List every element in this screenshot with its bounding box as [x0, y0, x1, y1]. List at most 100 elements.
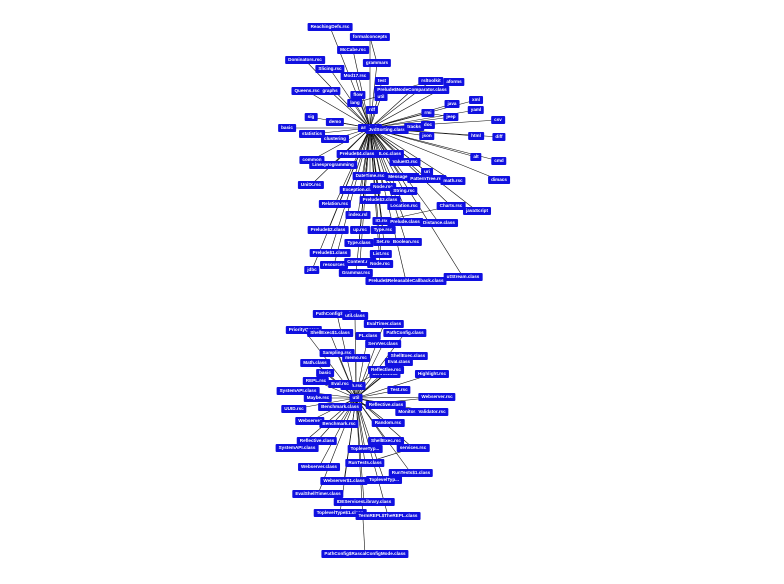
- node-math-rsc[interactable]: math.rsc: [440, 177, 466, 185]
- node-tracks[interactable]: tracks: [404, 123, 424, 131]
- node-shellexec-1-class[interactable]: ShellExec$1.class: [307, 329, 353, 337]
- node-pathconfig-class[interactable]: PathConfig.class: [383, 329, 427, 337]
- node-dimacs[interactable]: dimacs: [488, 176, 510, 184]
- node-resources[interactable]: resources: [320, 261, 348, 269]
- node-random-rsc[interactable]: Random.rsc: [371, 419, 405, 427]
- node-math-rsc[interactable]: Math.rsc: [340, 382, 366, 390]
- node-set-rsc[interactable]: Set.rsc: [373, 238, 395, 246]
- node-prelude-class[interactable]: Prelude.class: [387, 218, 423, 226]
- node-relation-rsc[interactable]: Relation.rsc: [318, 200, 352, 208]
- node-demo[interactable]: demo: [325, 118, 345, 126]
- node-up-rsc[interactable]: up.rsc: [350, 226, 370, 234]
- node-systemapi-class[interactable]: SystemAPI.class: [275, 444, 319, 452]
- node-exception-class[interactable]: Exception.class: [339, 186, 381, 194]
- node-sampling-rsc[interactable]: Sampling.rsc: [319, 349, 355, 357]
- node-webserver-class[interactable]: Webserver.class: [298, 463, 340, 471]
- node-node-rsc[interactable]: Node.rsc: [370, 183, 396, 191]
- node-html[interactable]: html: [468, 132, 484, 140]
- node-jeep[interactable]: jeep: [443, 113, 459, 121]
- node-webserver[interactable]: Webserver: [295, 417, 325, 425]
- node-eval-class[interactable]: Eval.class: [384, 358, 414, 366]
- node-location-rsc[interactable]: Location.rsc: [387, 202, 421, 210]
- node-distance-class[interactable]: Distance.class: [420, 219, 458, 227]
- node-prelude-2-class[interactable]: Prelude$2.class: [307, 226, 349, 234]
- node-pathconfig-rascalconfigmode-class[interactable]: PathConfig$RascalConfigMode.class: [321, 550, 409, 558]
- node-boolean-rsc[interactable]: Boolean.rsc: [389, 238, 423, 246]
- node-unitx-rsc[interactable]: UnitX.rsc: [297, 181, 325, 189]
- node-reflective-class[interactable]: Reflective.class: [365, 401, 407, 409]
- node-utstream-class[interactable]: utStream.class: [443, 273, 483, 281]
- node-jdbc[interactable]: jdbc: [304, 266, 320, 274]
- node-reflective-rsc[interactable]: Reflective.rsc: [368, 366, 404, 374]
- node-diff[interactable]: diff: [492, 133, 506, 141]
- node-pathconfig-1-class[interactable]: PathConfig$1.class: [312, 310, 362, 318]
- node-type-class[interactable]: Type.class: [344, 239, 374, 247]
- node-runtests-1-class[interactable]: RunTests$1.class: [388, 469, 434, 477]
- node-validator-rsc[interactable]: Validator.rsc: [415, 408, 449, 416]
- node-json[interactable]: json: [419, 132, 435, 140]
- node-reachingdefs-rsc[interactable]: ReachingDefs.rsc: [307, 23, 353, 31]
- node-systemapi-class[interactable]: SystemAPI.class: [276, 387, 320, 395]
- node-grammar-rsc[interactable]: Grammar.rsc: [338, 269, 374, 277]
- node-math-class[interactable]: Math.class: [300, 359, 330, 367]
- node-dominators-rsc[interactable]: Dominators.rsc: [285, 56, 325, 64]
- node-csv[interactable]: csv: [491, 116, 505, 124]
- node-linesprogramming[interactable]: Linesprogramming: [309, 161, 357, 169]
- node-termrepl-therepl-class[interactable]: TermREPL$TheREPL.class: [355, 512, 421, 520]
- node-benchmark-rsc[interactable]: Benchmark.rsc: [319, 420, 359, 428]
- node-maybe-rsc[interactable]: Maybe.rsc: [303, 394, 333, 402]
- node-util[interactable]: util: [374, 93, 388, 101]
- node-common[interactable]: common: [299, 156, 325, 164]
- node-datetime-rsc[interactable]: DateTime.rsc: [352, 172, 388, 180]
- node-services-rsc[interactable]: services.rsc: [396, 444, 430, 452]
- node-priorityqueue[interactable]: PriorityQueue: [285, 326, 323, 334]
- node-string-rsc[interactable]: String.rsc: [390, 187, 418, 195]
- node-grammars[interactable]: grammars: [362, 59, 392, 67]
- node-node-rsc[interactable]: Node.rsc: [367, 260, 393, 268]
- node-mod17-rsc[interactable]: Mod17.rsc: [340, 72, 370, 80]
- node-prelude-4-class[interactable]: Prelude$4.class: [336, 150, 378, 158]
- node-util[interactable]: util: [349, 394, 363, 402]
- node-alt[interactable]: alt: [470, 153, 482, 161]
- node-test[interactable]: test: [374, 77, 390, 85]
- node-type-rsc[interactable]: Type.rsc: [370, 226, 396, 234]
- node-list-rsc[interactable]: List.rsc: [369, 250, 393, 258]
- node-pl-class[interactable]: PL.class: [355, 332, 381, 340]
- node-util-class[interactable]: util.class: [342, 312, 368, 320]
- node-webserver-1-class[interactable]: Webserver$1.class: [320, 477, 368, 485]
- node-shellexec-rsc[interactable]: ShellExec.rsc: [368, 437, 404, 445]
- node-mccabe-rsc[interactable]: McCabe.rsc: [337, 46, 369, 54]
- node-slicing-rsc[interactable]: Slicing.rsc: [315, 65, 345, 73]
- node-iloc-class[interactable]: ILoc.class: [375, 150, 405, 158]
- node-rdf[interactable]: rdf: [365, 106, 379, 114]
- node-io-rsc[interactable]: IO.rsc: [372, 217, 392, 225]
- node-prelude-3-class[interactable]: Prelude$3.class: [359, 196, 401, 204]
- node-doc[interactable]: doc: [420, 121, 436, 129]
- node-basic[interactable]: basic: [278, 124, 296, 132]
- node-ideserviceslibrary-class[interactable]: IDEServicesLibrary.class: [333, 498, 395, 506]
- node-graphs[interactable]: graphs: [319, 87, 341, 95]
- node-sig[interactable]: sig: [304, 113, 318, 121]
- node-yaml[interactable]: yaml: [467, 106, 485, 114]
- node-eval-rsc[interactable]: Eval.rsc: [328, 380, 352, 388]
- node-shellexec-class[interactable]: ShellExec.class: [387, 352, 429, 360]
- node-java[interactable]: java: [444, 100, 460, 108]
- node-servver-class[interactable]: ServVer.class: [365, 340, 401, 348]
- node-test-rsc[interactable]: Test.rsc: [387, 386, 411, 394]
- node-basic[interactable]: basic: [316, 369, 334, 377]
- node-clustering[interactable]: clustering: [321, 135, 349, 143]
- node-reflective-class[interactable]: Reflective.class: [296, 437, 338, 445]
- node-cmd[interactable]: cmd: [491, 157, 507, 165]
- node-evalshelltimer-class[interactable]: EvalShellTimer.class: [292, 490, 344, 498]
- node-content-rsc[interactable]: Content.rsc: [344, 258, 376, 266]
- node-prelude-1-class[interactable]: Prelude$1.class: [309, 249, 351, 257]
- node-topleveltype-1-class[interactable]: ToplevelType$1.class: [313, 509, 367, 517]
- node-index-rsl[interactable]: index.rsl: [345, 211, 371, 219]
- node-valueio-rsc[interactable]: ValueIO.rsc: [389, 158, 421, 166]
- node-prelude-releasablecallback-class[interactable]: Prelude$ReleasableCallback.class: [365, 277, 447, 285]
- node-rmi[interactable]: rmi: [421, 109, 435, 117]
- node-lang[interactable]: lang: [347, 99, 363, 107]
- node-memo-rsc[interactable]: memo.rsc: [342, 354, 370, 362]
- node-queens-rsc[interactable]: Queens.rsc: [291, 87, 323, 95]
- node-message-rsc[interactable]: Message.rsc: [385, 173, 419, 181]
